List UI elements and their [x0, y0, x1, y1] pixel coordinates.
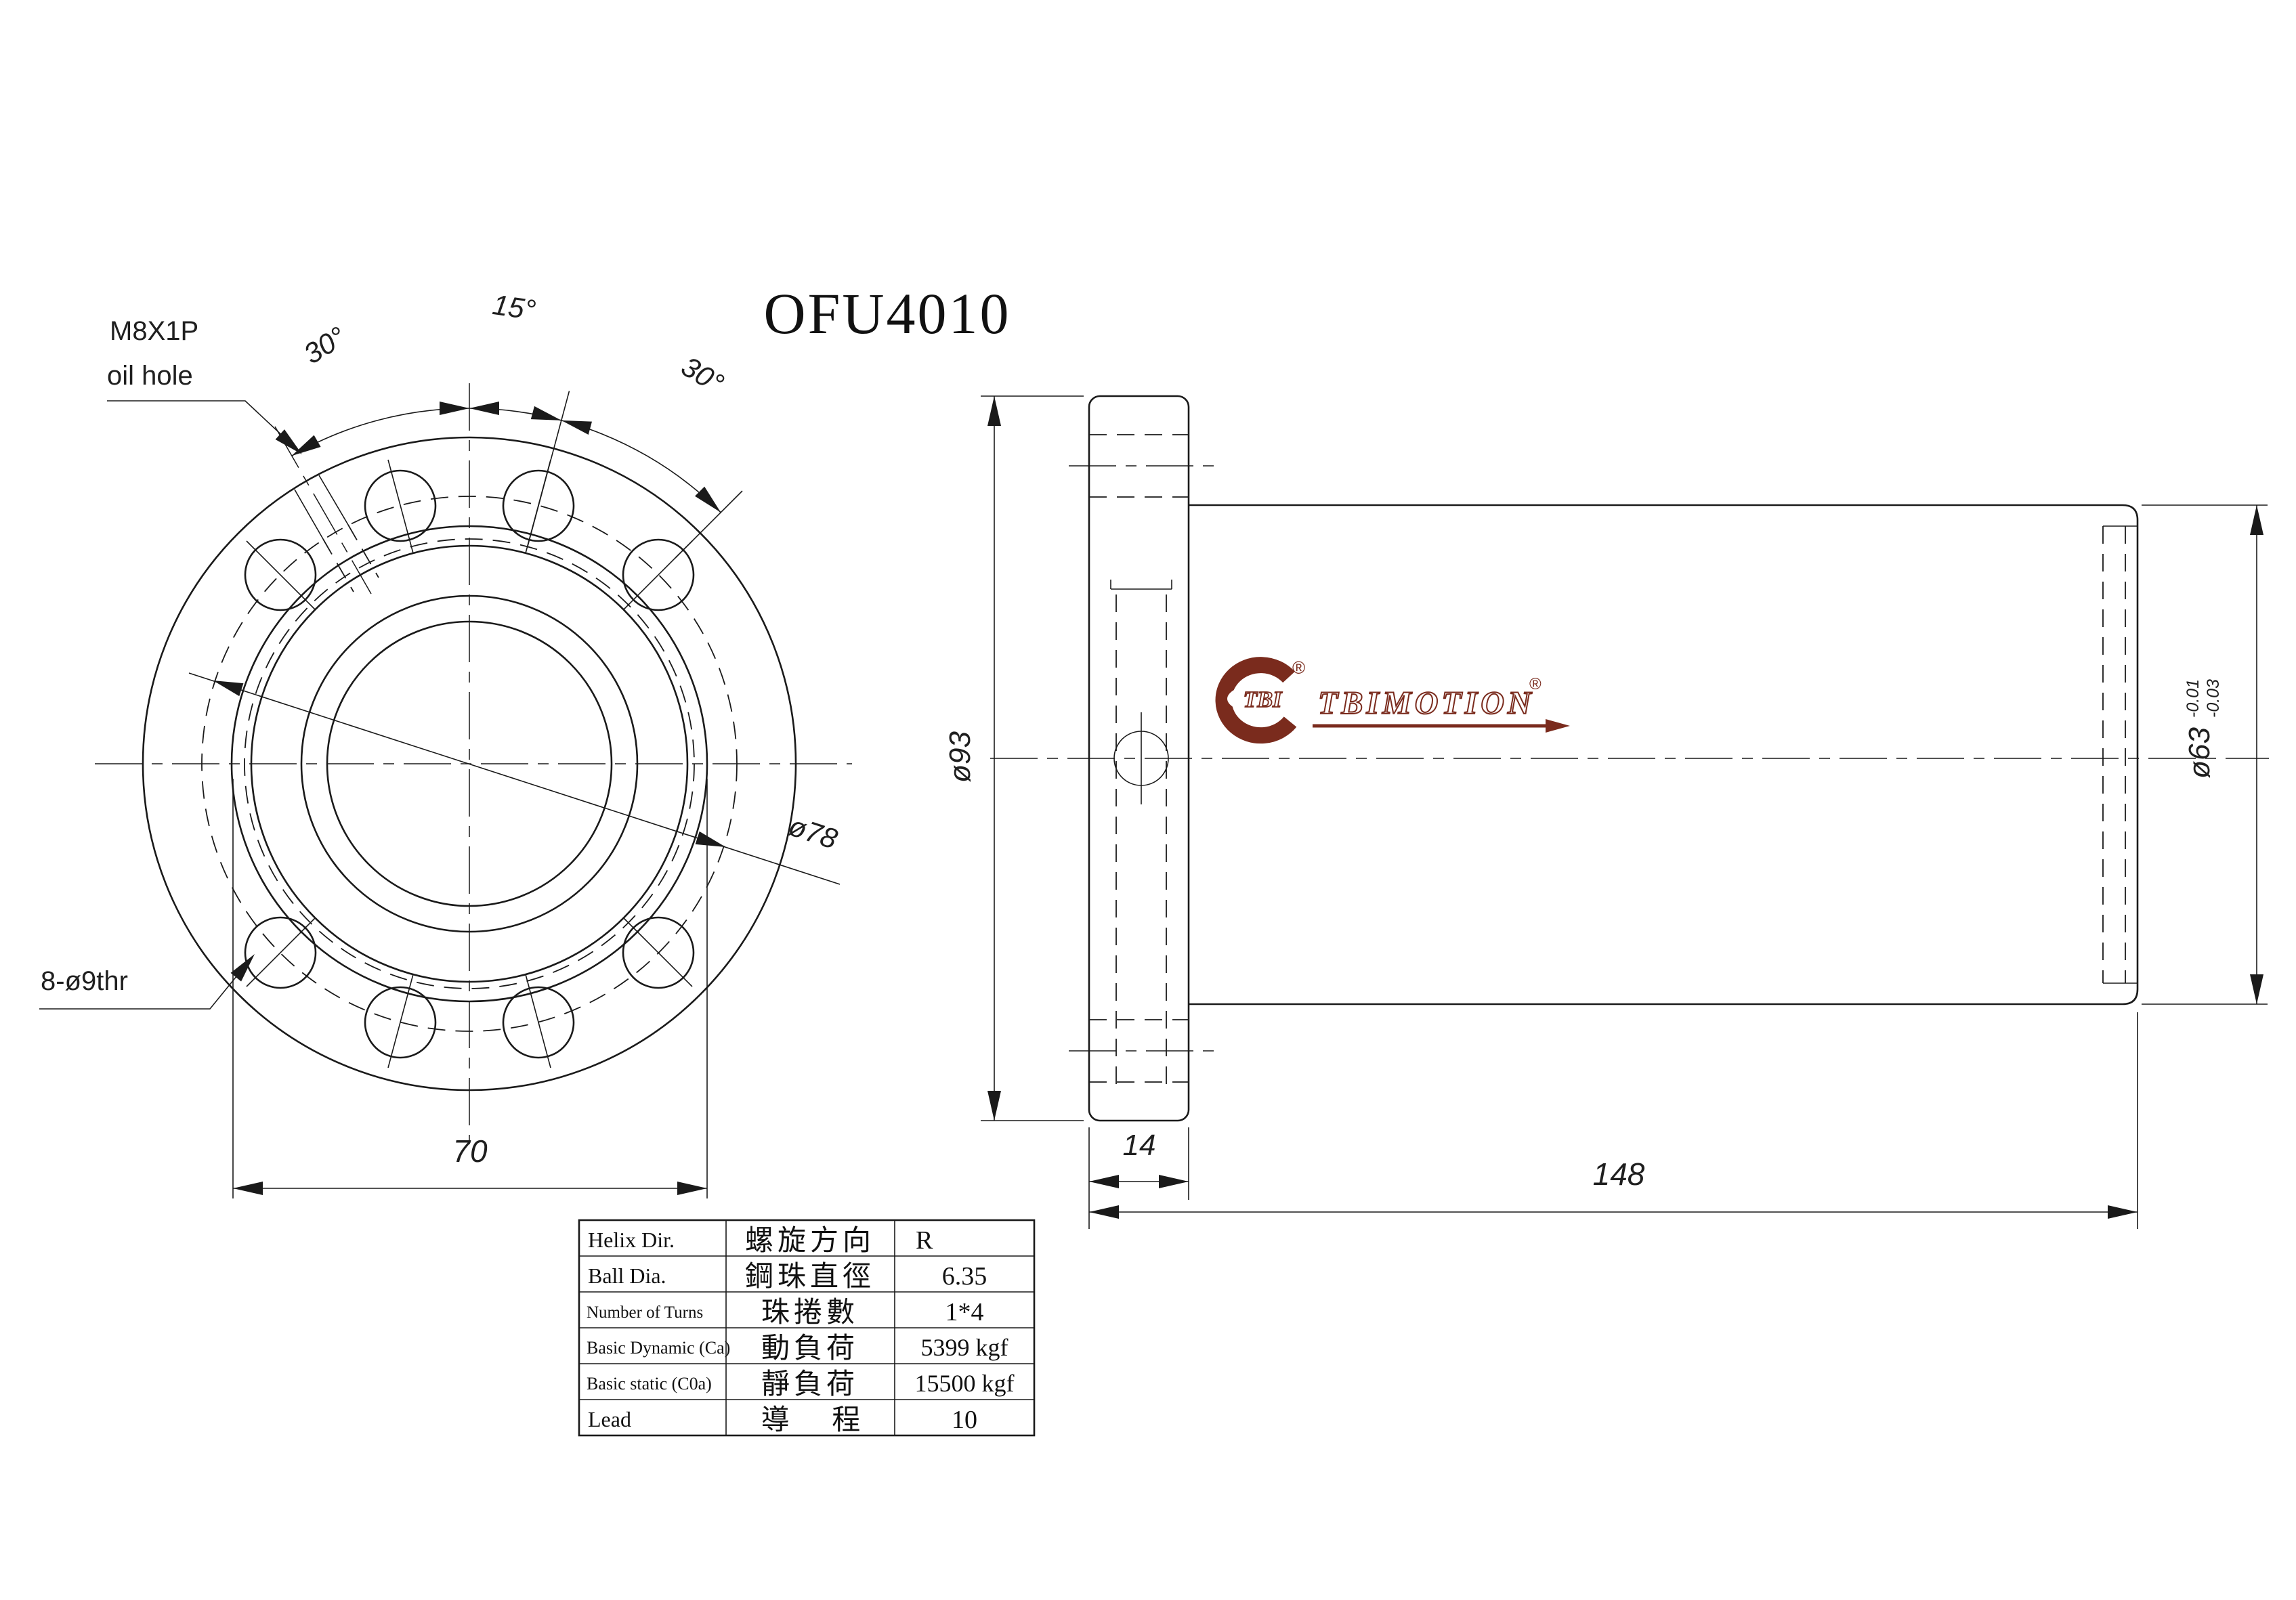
- row-label-en: Number of Turns: [587, 1303, 703, 1322]
- spigot-circle: [230, 525, 708, 1003]
- end-groove: [2102, 525, 2138, 984]
- row-value: 5399 kgf: [921, 1334, 1008, 1361]
- side-oil-hole: [1110, 580, 1172, 1091]
- tbi-mark-text: TBI: [1243, 687, 1283, 712]
- table-row: Basic static (C0a) 靜負荷 15500 kgf: [587, 1369, 1015, 1400]
- logo-underline-arrow-icon: [1546, 719, 1570, 733]
- table-row: Number of Turns 珠捲數 1*4: [587, 1297, 984, 1328]
- body-od-tol-upper: -0.01: [2184, 679, 2203, 718]
- body-circle: [250, 544, 689, 983]
- body-od-tol-lower: -0.03: [2204, 679, 2223, 718]
- tbi-c-mark-icon: [1215, 657, 1297, 744]
- flange-outer-circle: [142, 436, 797, 1091]
- flange-od-dimension: ø93: [943, 395, 1084, 1121]
- row-value: 10: [952, 1406, 977, 1434]
- drawing-title: OFU4010: [763, 281, 1011, 346]
- front-view: 30° 15° 30° ø78 70 M8X1P oil hole: [39, 288, 852, 1198]
- row-value: 15500 kgf: [915, 1370, 1015, 1397]
- angle-label-left: 30°: [298, 320, 352, 370]
- row-label-en: Basic static (C0a): [587, 1374, 712, 1393]
- oil-hole-label-line2: oil hole: [107, 361, 193, 391]
- flange-od-label: ø93: [943, 731, 977, 783]
- angle-label-right: 30°: [676, 350, 729, 399]
- ball-track-circle-dashed: [244, 538, 695, 989]
- flange-thickness-dimension: 14: [1088, 1127, 1189, 1229]
- row-label-en: Lead: [588, 1407, 631, 1431]
- row-label-zh: 珠捲數: [761, 1297, 859, 1328]
- flat-width-dimension: 70: [232, 779, 708, 1198]
- overall-length-label: 148: [1593, 1156, 1645, 1192]
- bore-circle: [326, 620, 613, 907]
- row-label-zh: 動負荷: [761, 1333, 859, 1364]
- bolt-circle-dashed: [201, 496, 738, 1032]
- oil-hole-channel: [274, 426, 379, 594]
- bolt-circle-dia-label: ø78: [785, 810, 842, 855]
- row-value: 6.35: [942, 1262, 987, 1291]
- body-outline: [1189, 504, 2139, 1006]
- tbimotion-wordmark: TBIMOTION: [1318, 685, 1535, 721]
- tbi-c-band: [1227, 684, 1298, 714]
- row-label-zh: 螺旋方向: [745, 1226, 875, 1257]
- bolt-note-leader: 8-ø9thr: [39, 949, 260, 1010]
- tbi-registered-icon: ®: [1292, 657, 1305, 678]
- table-row: Helix Dir. 螺旋方向 R: [588, 1226, 933, 1257]
- flange-bolt-holes-hidden: [1069, 434, 1223, 1083]
- row-value: 1*4: [945, 1298, 984, 1326]
- body-od-dimension: ø63 -0.01 -0.03: [2142, 504, 2268, 1005]
- bore-step-circle: [300, 594, 639, 933]
- table-row: Lead 導 程 10: [588, 1405, 977, 1436]
- table-row: Ball Dia. 鋼珠直徑 6.35: [588, 1261, 987, 1293]
- tbimotion-logo: TBI ® TBIMOTION ®: [1215, 657, 1570, 744]
- flat-width-label: 70: [452, 1133, 488, 1169]
- row-label-zh: 鋼珠直徑: [745, 1261, 875, 1293]
- angle-dimensions: 30° 15° 30°: [288, 288, 743, 559]
- row-label-zh: 導 程: [761, 1405, 878, 1436]
- row-label-zh: 靜負荷: [761, 1369, 859, 1400]
- flange-outline: [1088, 395, 1190, 1122]
- row-label-en: Ball Dia.: [588, 1263, 666, 1288]
- table-row: Basic Dynamic (Ca) 動負荷 5399 kgf: [587, 1333, 1008, 1364]
- row-value: R: [916, 1226, 933, 1255]
- row-label-en: Basic Dynamic (Ca): [587, 1338, 730, 1358]
- side-view: ø93 14 148 ø63 -0.0: [943, 395, 2269, 1229]
- flange-thickness-label: 14: [1123, 1129, 1156, 1162]
- wordmark-registered-icon: ®: [1529, 675, 1542, 693]
- row-label-en: Helix Dir.: [588, 1228, 675, 1252]
- angle-label-mid: 15°: [490, 288, 537, 326]
- body-od-label: ø63: [2183, 727, 2216, 779]
- spec-table: Helix Dir. 螺旋方向 R Ball Dia. 鋼珠直徑 6.35 Nu…: [578, 1219, 1036, 1437]
- oil-hole-label-line1: M8X1P: [110, 316, 198, 346]
- bolt-note-label: 8-ø9thr: [41, 966, 128, 996]
- oil-hole-leader: M8X1P oil hole: [107, 316, 307, 460]
- overall-length-dimension: 148: [1089, 1012, 2138, 1229]
- bolt-circle-dimension: ø78: [188, 672, 842, 885]
